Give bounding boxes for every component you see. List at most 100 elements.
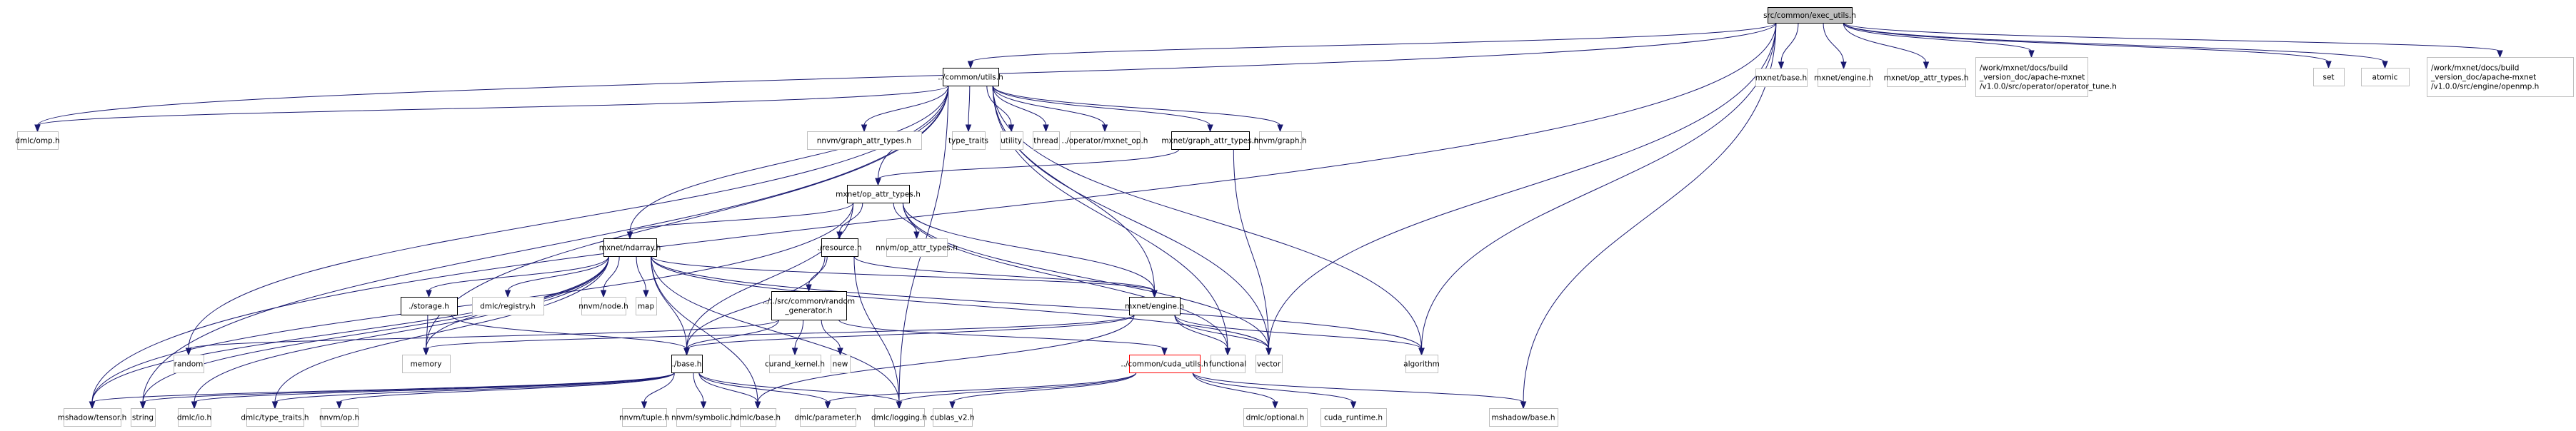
node-mx-gat[interactable]: mxnet/graph_attr_types.h <box>1161 131 1259 150</box>
node-mx-opattr-top[interactable]: mxnet/op_attr_types.h <box>1884 69 1969 87</box>
node-randgen[interactable]: ../../src/common/random_generator.h <box>763 291 855 320</box>
node-random[interactable]: random <box>174 355 204 373</box>
node-nnvm-node[interactable]: nnvm/node.h <box>578 297 628 315</box>
node-dmlc-base[interactable]: dmlc/base.h <box>735 408 781 427</box>
node-ndarray[interactable]: mxnet/ndarray.h <box>599 238 661 257</box>
node-label: set <box>2322 73 2334 82</box>
node-dmlc-param[interactable]: dmlc/parameter.h <box>794 408 861 427</box>
node-label: /work/mxnet/docs/build <box>2431 64 2519 73</box>
node-mxnet-op[interactable]: ../operator/mxnet_op.h <box>1062 131 1148 150</box>
edge-base-to-dmlc_io <box>191 372 675 410</box>
node-label: random <box>174 360 204 369</box>
arrowhead <box>1101 124 1108 133</box>
node-box <box>1211 355 1246 373</box>
arrowhead <box>271 401 279 410</box>
node-cuda-runtime[interactable]: cuda_runtime.h <box>1320 408 1387 427</box>
node-curand[interactable]: curand_kernel.h <box>765 355 825 373</box>
arrowhead <box>754 401 761 410</box>
node-dmlc-tt[interactable]: dmlc/type_traits.h <box>241 408 309 427</box>
node-mx-base[interactable]: mxnet/base.h <box>1755 69 1808 87</box>
edge-cuda_utils-to-cublas <box>949 372 1137 410</box>
node-vector[interactable]: vector <box>1256 355 1283 373</box>
node-label: mxnet/engine.h <box>1814 74 1873 83</box>
node-label: cuda_runtime.h <box>1324 414 1383 422</box>
arrowhead <box>967 61 974 69</box>
node-box <box>1070 131 1141 150</box>
node-nnvm-tuple[interactable]: nnvm/tuple.h <box>619 408 669 427</box>
node-label: ../../src/common/random <box>763 298 855 306</box>
edge-ndarray-to-nnvm_node <box>600 255 620 298</box>
node-label: ../common/utils.h <box>938 73 1003 82</box>
node-storage[interactable]: ./storage.h <box>401 297 458 315</box>
node-box <box>1243 408 1308 427</box>
node-omp[interactable]: dmlc/omp.h <box>15 131 60 150</box>
edge-randgen-to-curand <box>791 319 804 356</box>
node-engine[interactable]: mxnet/engine.h <box>1125 297 1184 315</box>
node-box <box>1259 131 1302 150</box>
edge-utils-to-nnvm_graph <box>992 85 1283 133</box>
node-dmlc-optional[interactable]: dmlc/optional.h <box>1243 408 1308 427</box>
arrowhead <box>837 348 843 356</box>
node-label: mxnet/op_attr_types.h <box>1884 74 1969 83</box>
edge-utils-to-omp <box>34 85 949 133</box>
node-map[interactable]: map <box>636 297 657 315</box>
edge-cuda_utils-to-cuda_runtime <box>1192 372 1357 410</box>
node-base[interactable]: ./base.h <box>671 355 703 373</box>
edge-exec_utils-to-openmp <box>1843 22 2503 59</box>
arrowhead <box>1207 124 1213 133</box>
node-label: mxnet/graph_attr_types.h <box>1161 137 1258 146</box>
node-string[interactable]: string <box>131 408 156 427</box>
node-box <box>581 297 626 315</box>
edge-utils-to-thread <box>992 85 1049 133</box>
node-type-traits[interactable]: type_traits <box>948 131 988 150</box>
node-cuda-utils[interactable]: ../common/cuda_utils.h <box>1121 355 1208 373</box>
node-nnvm-graph[interactable]: nnvm/graph.h <box>1253 131 1307 150</box>
node-cublas[interactable]: cublas_v2.h <box>930 408 975 427</box>
node-mx-engine-top[interactable]: mxnet/engine.h <box>1814 69 1873 87</box>
node-utility[interactable]: utility <box>1000 131 1023 150</box>
node-label: functional <box>1209 360 1246 369</box>
node-mx-opattr[interactable]: mxnet/op_attr_types.h <box>836 185 921 203</box>
node-mshadow-base[interactable]: mshadow/base.h <box>1489 408 1558 427</box>
arrowhead <box>2028 50 2035 59</box>
node-nnvm-op[interactable]: nnvm/op.h <box>319 408 359 427</box>
node-utils[interactable]: ../common/utils.h <box>938 68 1003 86</box>
node-functional[interactable]: functional <box>1209 355 1246 373</box>
node-box <box>874 408 925 427</box>
node-mshadow-tensor[interactable]: mshadow/tensor.h <box>58 408 126 427</box>
node-set[interactable]: set <box>2313 68 2345 86</box>
node-thread[interactable]: thread <box>1033 131 1060 150</box>
node-label: ./storage.h <box>409 303 449 311</box>
node-box <box>401 297 458 315</box>
node-atomic[interactable]: atomic <box>2361 68 2410 86</box>
node-dmlc-io[interactable]: dmlc/io.h <box>177 408 211 427</box>
node-label: dmlc/io.h <box>177 414 211 422</box>
arrowhead <box>896 401 903 410</box>
node-dmlc-logging[interactable]: dmlc/logging.h <box>871 408 927 427</box>
node-exec-utils[interactable]: src/common/exec_utils.h <box>1763 7 1856 24</box>
node-label: mxnet/op_attr_types.h <box>836 191 921 199</box>
node-label: algorithm <box>1403 360 1440 369</box>
node-op-tune[interactable]: /work/mxnet/docs/build_version_doc/apach… <box>1975 57 2117 97</box>
node-nnvm-opattr[interactable]: nnvm/op_attr_types.h <box>876 238 958 257</box>
node-nnvm-symbolic[interactable]: nnvm/symbolic.h <box>671 408 736 427</box>
edge-base-to-dmlc_base <box>698 372 761 410</box>
node-box <box>1768 7 1853 24</box>
node-openmp[interactable]: /work/mxnet/docs/build_version_doc/apach… <box>2427 57 2574 97</box>
node-memory[interactable]: memory <box>402 355 451 373</box>
node-label: ../operator/mxnet_op.h <box>1062 137 1148 146</box>
arrowhead <box>1350 401 1357 410</box>
node-box <box>174 355 204 373</box>
node-box <box>1129 355 1201 373</box>
arrowhead <box>426 290 432 298</box>
edge-exec_utils-to-utils <box>967 22 1777 69</box>
node-resource[interactable]: ./resource.h <box>817 238 862 257</box>
node-algorithm[interactable]: algorithm <box>1403 355 1440 373</box>
node-label: vector <box>1257 360 1281 369</box>
node-box <box>771 291 847 320</box>
edge-base-to-nnvm_op <box>336 372 675 410</box>
node-registry[interactable]: dmlc/registry.h <box>472 297 544 315</box>
arrowhead <box>2382 61 2388 69</box>
node-new[interactable]: new <box>831 355 851 373</box>
node-nnvm-gat[interactable]: nnvm/graph_attr_types.h <box>807 131 922 150</box>
